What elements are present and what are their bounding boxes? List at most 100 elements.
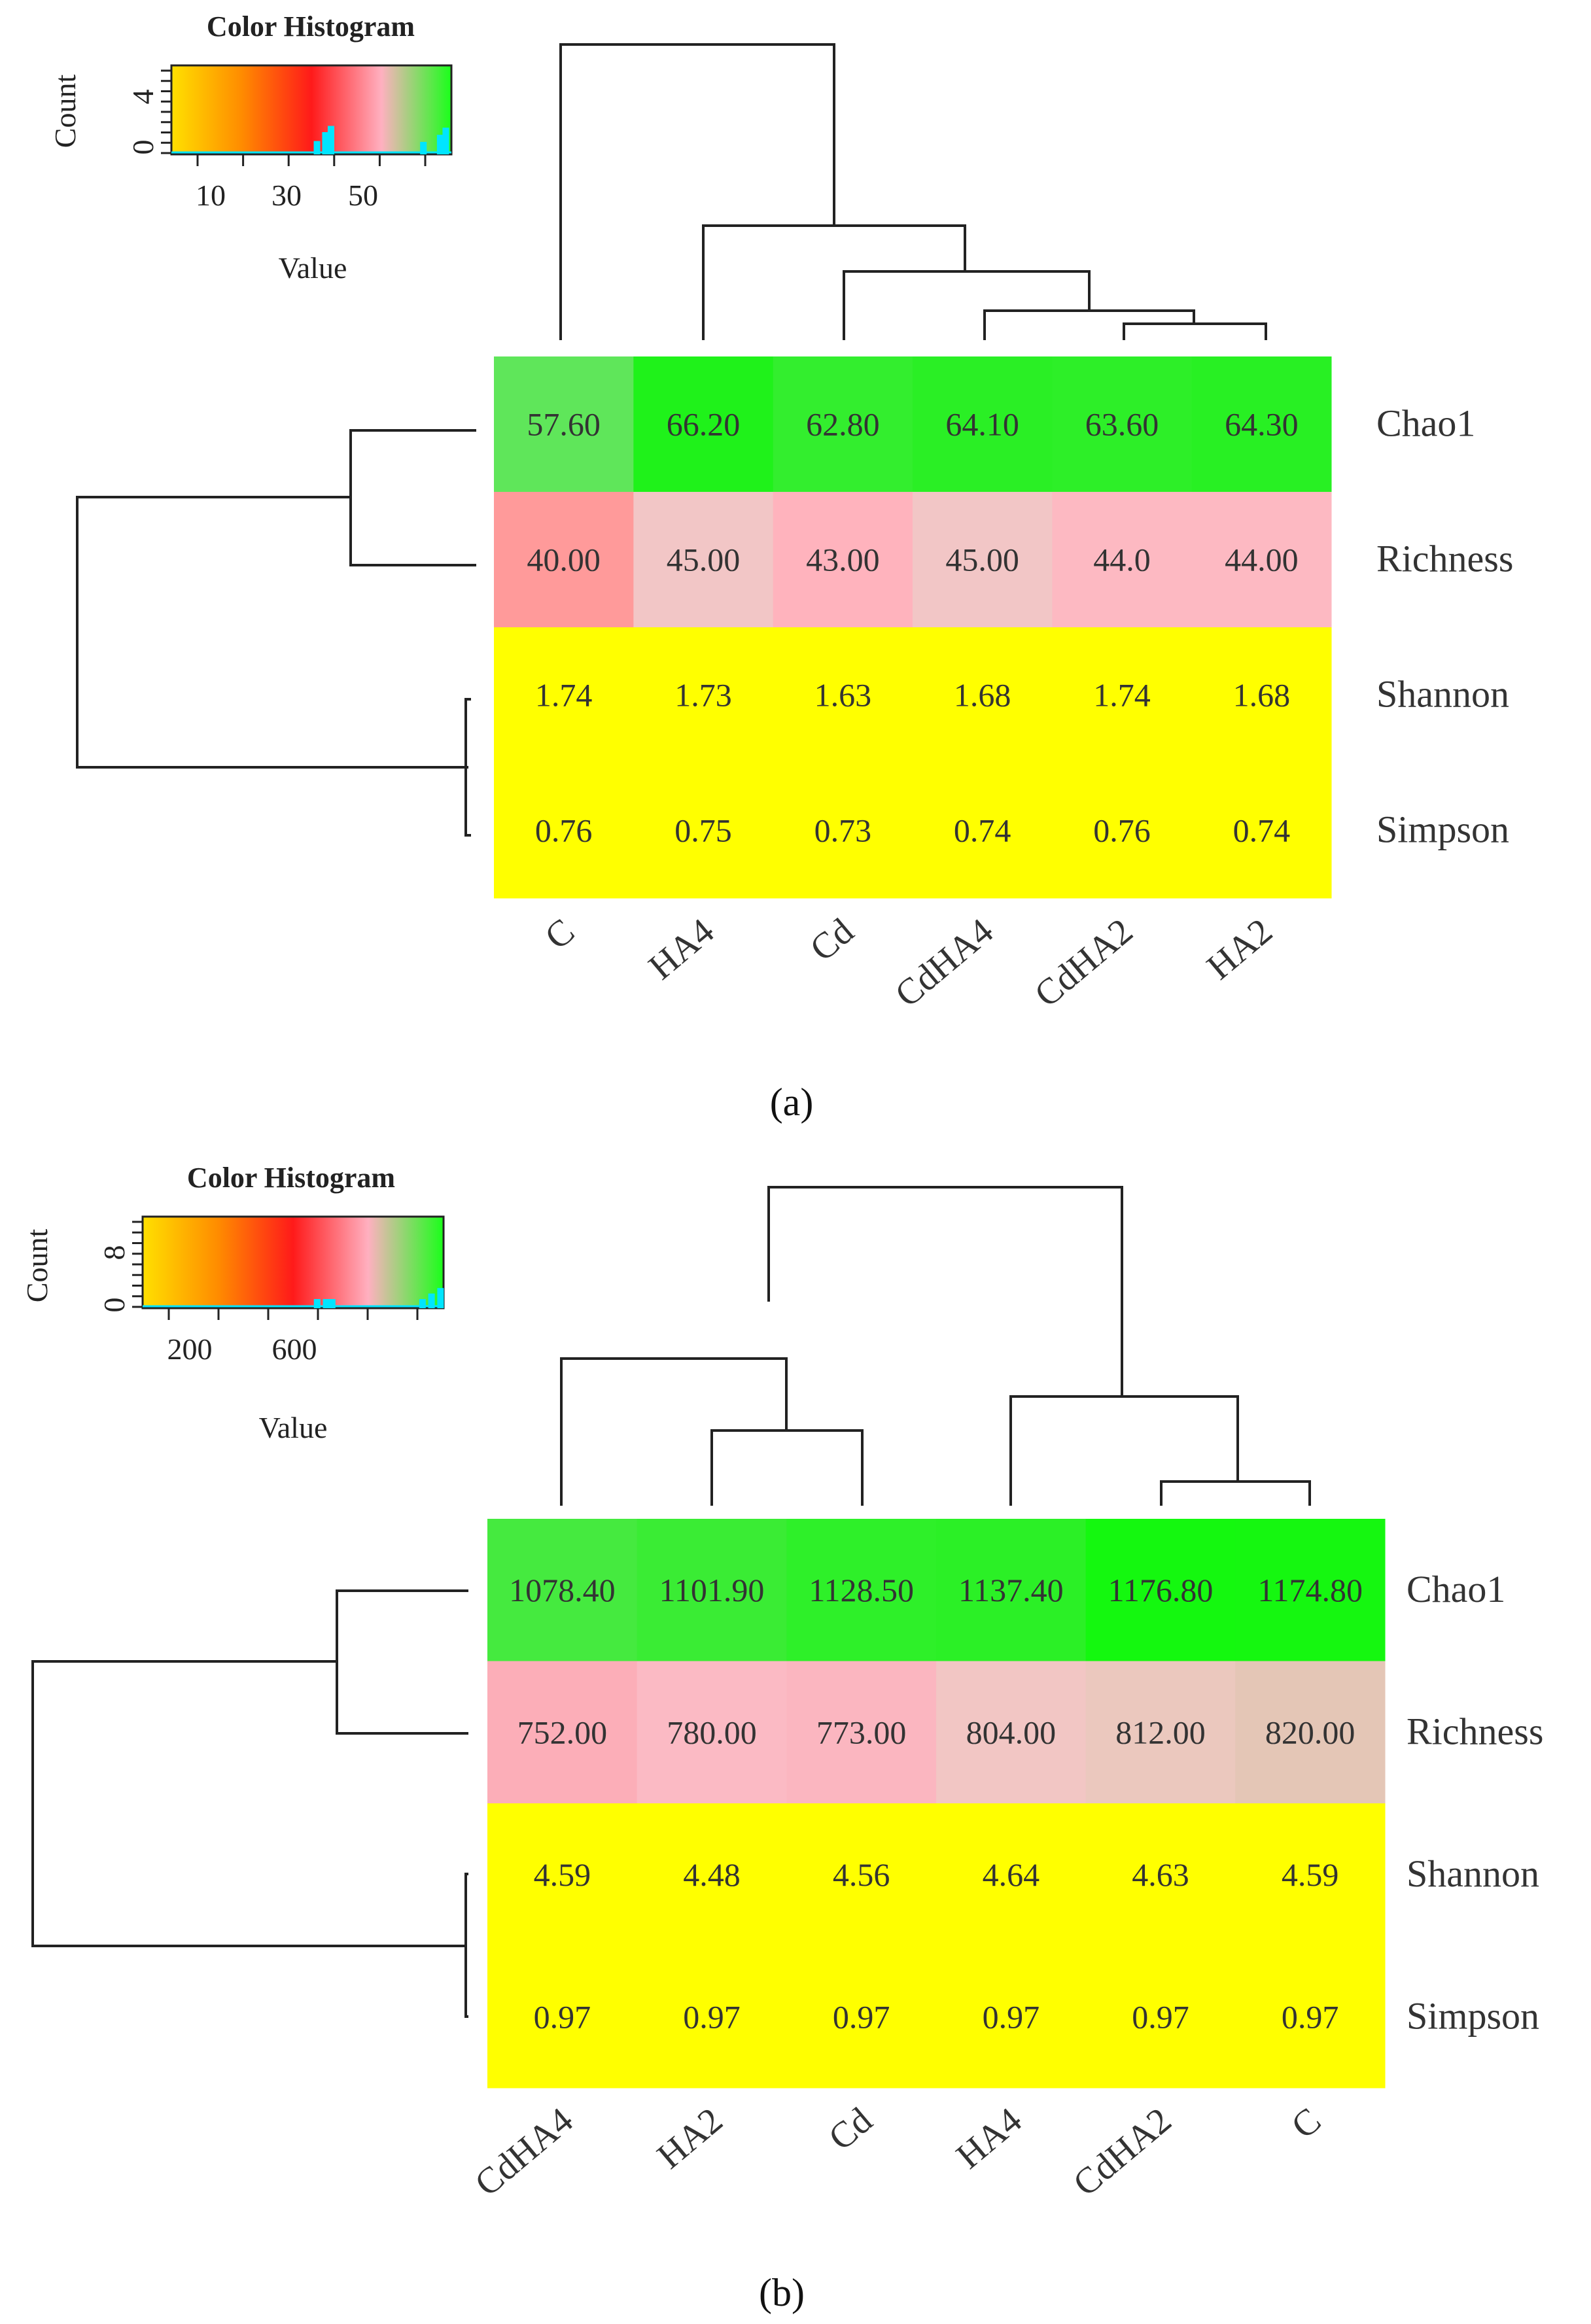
heatmap-cell [786, 1519, 937, 1661]
heatmap-cell-value: 43.00 [806, 542, 880, 578]
dendrogram [76, 43, 1267, 837]
heatmap-cell-value: 1078.40 [509, 1572, 616, 1608]
heatmap-cell [773, 356, 913, 493]
heatmap-cell [913, 763, 1053, 899]
heatmap-cell [773, 492, 913, 628]
heatmap-cell-value: 1.74 [535, 677, 593, 714]
row-label: Chao1 [1376, 402, 1475, 445]
histogram-bar [313, 141, 321, 154]
heatmap-cell [1052, 627, 1193, 763]
color-key-gradient [170, 64, 453, 156]
color-key-xlabel: Value [259, 1411, 328, 1444]
histogram-bar [420, 141, 427, 154]
column-label: CdHA4 [888, 911, 1001, 1015]
column-dendrogram-branch [767, 1186, 1123, 1396]
heatmap-cell-value: 0.97 [683, 1998, 741, 2035]
histogram-bar [313, 1299, 321, 1308]
heatmap-cell [1085, 1945, 1236, 2089]
heatmap-cell-value: 4.64 [983, 1856, 1040, 1893]
heatmap-cell-value: 45.00 [667, 542, 741, 578]
heatmap-cell-value: 773.00 [816, 1714, 907, 1750]
histogram-bar [442, 128, 449, 154]
heatmap-cell-value: 1128.50 [809, 1572, 914, 1608]
heatmap-cell [786, 1661, 937, 1804]
heatmap-cell-value: 0.97 [983, 1998, 1040, 2035]
heatmap-cell [633, 763, 774, 899]
column-dendrogram-branch [843, 270, 1091, 340]
heatmap-cell-value: 0.97 [833, 1998, 890, 2035]
color-key-ylabel: Count [20, 1229, 54, 1303]
column-dendrogram-branch [983, 309, 1195, 340]
heatmap-cell-value: 1.73 [674, 677, 732, 714]
color-key-y-tick: 4 [126, 90, 160, 105]
heatmap-cell-value: 1.74 [1093, 677, 1151, 714]
heatmap-cell [494, 627, 634, 763]
heatmap-cell [1191, 763, 1332, 899]
column-dendrogram-branch [1009, 1395, 1239, 1506]
column-label: HA4 [949, 2100, 1029, 2176]
heatmap-cell-value: 0.73 [814, 812, 872, 849]
color-key-y-tick: 0 [126, 140, 160, 155]
color-key-xlabel: Value [279, 251, 347, 285]
column-label: Cd [821, 2100, 880, 2159]
heatmap-cell [1085, 1519, 1236, 1661]
heatmap-cell [1052, 763, 1193, 899]
heatmap-cell [1235, 1945, 1386, 2089]
column-dendrogram-branch [710, 1429, 864, 1506]
column-label: CdHA2 [1066, 2100, 1179, 2204]
histogram-bar [328, 1299, 336, 1308]
heatmap-cell-value: 1.63 [814, 677, 872, 714]
heatmap-cell-value: 0.74 [954, 812, 1011, 849]
heatmap-cell [637, 1803, 787, 1946]
row-dendrogram-branch [464, 1873, 468, 2018]
column-dendrogram-branch [1123, 322, 1267, 340]
heatmap-cell [913, 356, 1053, 493]
heatmap-cell-value: 1176.80 [1108, 1572, 1214, 1608]
column-label: C [1284, 2100, 1329, 2147]
histogram-bar [419, 1299, 426, 1308]
color-key-y-tick: 0 [97, 1298, 131, 1313]
histogram-bar [436, 135, 444, 154]
histogram-bar [327, 126, 334, 154]
heatmap-cell [494, 763, 634, 899]
heatmap-cell [1235, 1803, 1386, 1946]
heatmap-cell-value: 0.76 [1093, 812, 1151, 849]
heatmap-cell-value: 1.68 [1233, 677, 1291, 714]
row-dendrogram-branch [336, 1589, 468, 1735]
row-label: Richness [1376, 538, 1513, 580]
heatmap-cell-value: 0.75 [674, 812, 732, 849]
color-key-x-tick: 30 [271, 179, 302, 212]
column-label: HA4 [641, 911, 722, 987]
heatmap-cell-value: 45.00 [945, 542, 1019, 578]
heatmap-cell [936, 1519, 1087, 1661]
heatmap-cell [494, 356, 634, 493]
heatmap-cell-value: 64.10 [945, 406, 1019, 443]
heatmap-cell [1052, 492, 1193, 628]
heatmap-cell [773, 627, 913, 763]
heatmap-cell-value: 804.00 [966, 1714, 1057, 1750]
row-label: Simpson [1407, 1994, 1539, 2037]
row-label: Shannon [1376, 673, 1509, 716]
heatmap-cell [913, 492, 1053, 628]
heatmap-cell-value: 66.20 [667, 406, 741, 443]
heatmap-cell-value: 780.00 [667, 1714, 757, 1750]
panel-caption: (a) [770, 1081, 814, 1124]
heatmap-cell-value: 57.60 [527, 406, 601, 443]
heatmap-cell-value: 820.00 [1265, 1714, 1355, 1750]
dendrogram [31, 1186, 1311, 2018]
heatmap-cell [1191, 627, 1332, 763]
row-label: Richness [1407, 1710, 1543, 1752]
heatmap-cell-value: 1101.90 [659, 1572, 765, 1608]
heatmap-cell-value: 0.97 [534, 1998, 591, 2035]
color-key-x-tick: 50 [348, 179, 378, 212]
heatmap-cell-value: 812.00 [1115, 1714, 1206, 1750]
row-label: Simpson [1376, 808, 1509, 851]
color-key-ylabel: Count [48, 75, 82, 148]
heatmap-cell-value: 4.59 [534, 1856, 591, 1893]
color-key-x-tick: 200 [167, 1332, 213, 1366]
heatmap-cell-value: 44.0 [1093, 542, 1151, 578]
heatmap-cell-value: 63.60 [1085, 406, 1159, 443]
